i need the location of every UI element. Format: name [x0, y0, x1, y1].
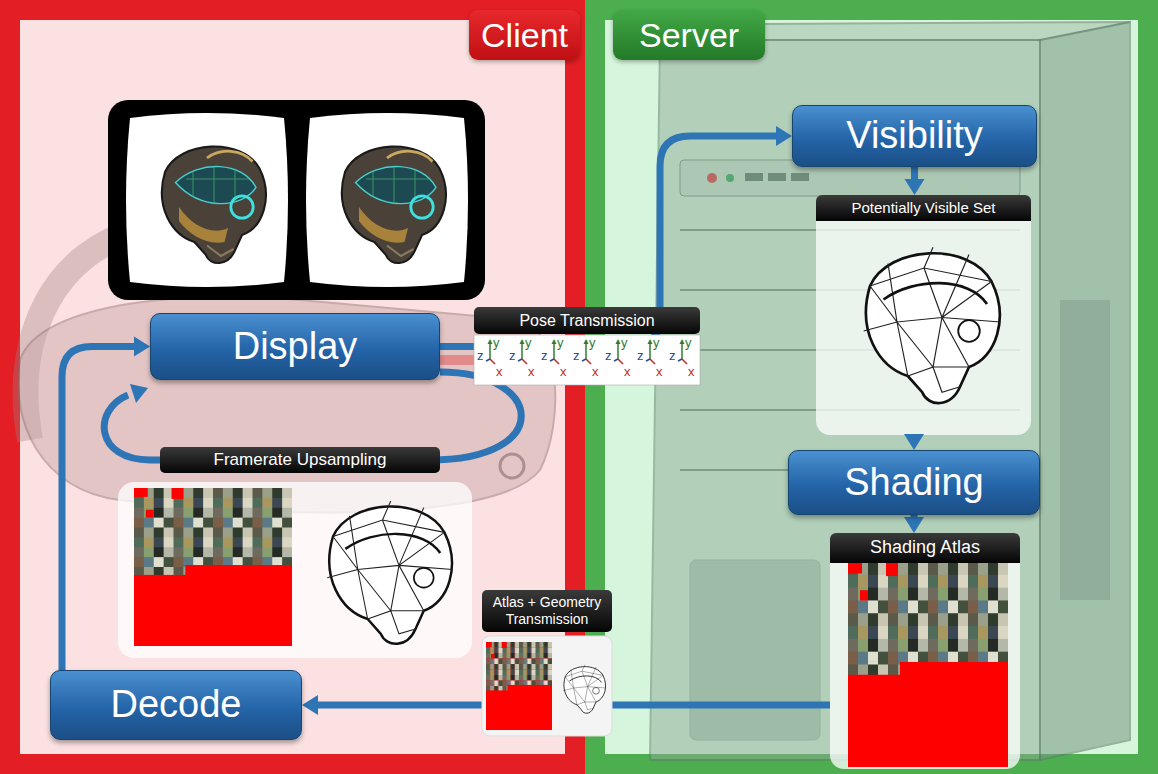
- flow-line: [911, 515, 918, 520]
- axis-letter-wrap: x: [656, 365, 663, 378]
- flow-line: [440, 136, 779, 347]
- axis-letter-wrap: z: [573, 349, 580, 362]
- flow-arrow: [904, 434, 924, 450]
- arrow-head: [134, 337, 150, 357]
- process-box: Visibility: [792, 105, 1037, 167]
- arrow-head: [905, 179, 925, 195]
- axis-letter-wrap: y: [589, 336, 596, 349]
- axis-letter: z: [477, 349, 484, 362]
- axis-letter-wrap: z: [637, 349, 644, 362]
- box-label: Decode: [111, 684, 242, 726]
- axis-letter: x: [496, 365, 503, 378]
- axis-letter: z: [573, 349, 580, 362]
- region-title: Server: [613, 10, 765, 60]
- axis-letter-wrap: z: [477, 349, 484, 362]
- axis-letter-wrap: x: [528, 365, 535, 378]
- region-panel: ClientDisplayDecode: [0, 0, 585, 774]
- axis-letter: y: [621, 336, 628, 349]
- axis-letter: x: [560, 365, 567, 378]
- process-box: Decode: [50, 670, 302, 740]
- arrow-head: [776, 126, 792, 146]
- region-title: Client: [469, 10, 580, 60]
- axis-letter-wrap: y: [653, 336, 660, 349]
- arrow-head: [904, 434, 924, 450]
- axis-letter: x: [528, 365, 535, 378]
- axis-letter: x: [592, 365, 599, 378]
- transmission-label: Pose Transmission: [474, 307, 700, 334]
- axis-letter: x: [624, 365, 631, 378]
- axis-letter-wrap: y: [493, 336, 500, 349]
- box-label: Visibility: [846, 115, 983, 157]
- region-tag: Server: [613, 10, 765, 60]
- flow-arrow: [302, 695, 830, 715]
- flow-line: [911, 167, 918, 182]
- flow-line: [911, 435, 918, 437]
- axis-letter: y: [525, 336, 532, 349]
- box-label: Shading: [844, 462, 983, 504]
- axis-letter: x: [656, 365, 663, 378]
- axis-letter: y: [685, 336, 692, 349]
- axis-letter-wrap: z: [541, 349, 548, 362]
- flow-line: [62, 347, 137, 671]
- region-panel: ServerVisibilityPotentially Visible SetS…: [585, 0, 1158, 774]
- axis-letter-wrap: y: [621, 336, 628, 349]
- flow-arrow: [440, 126, 792, 347]
- axis-letter-wrap: z: [669, 349, 676, 362]
- axis-letter-wrap: x: [688, 365, 695, 378]
- axis-letter-wrap: z: [509, 349, 516, 362]
- axis-letter-wrap: z: [605, 349, 612, 362]
- flow-arrow: [904, 515, 924, 533]
- flow-arrow: [905, 167, 925, 195]
- process-box: Display: [150, 313, 440, 380]
- loop-tag: Framerate Upsampling: [160, 447, 440, 473]
- region-tag: Client: [469, 10, 580, 60]
- transmission-label: Atlas + Geometry Transmission: [482, 590, 612, 632]
- axis-letter-wrap: y: [557, 336, 564, 349]
- axis-letter-wrap: x: [624, 365, 631, 378]
- axis-letter-wrap: x: [496, 365, 503, 378]
- box-label: Display: [233, 326, 358, 368]
- axis-letter: y: [589, 336, 596, 349]
- process-box: Shading: [788, 450, 1040, 515]
- image-panel: Shading Atlas: [830, 533, 1020, 769]
- panel-title: Shading Atlas: [830, 533, 1020, 563]
- axis-letter: y: [557, 336, 564, 349]
- axis-letter: z: [541, 349, 548, 362]
- axis-letter: z: [637, 349, 644, 362]
- axis-letter-wrap: x: [560, 365, 567, 378]
- arrow-head: [302, 695, 318, 715]
- transmission-tag: Pose Transmission: [474, 307, 700, 334]
- axis-letter: z: [605, 349, 612, 362]
- axis-letter-wrap: y: [685, 336, 692, 349]
- axis-letter-wrap: y: [525, 336, 532, 349]
- transmission-tag: Atlas + Geometry Transmission: [482, 590, 612, 632]
- axis-letter: z: [669, 349, 676, 362]
- loop-label: Framerate Upsampling: [160, 447, 440, 473]
- axis-letter: y: [653, 336, 660, 349]
- axis-letter-wrap: x: [592, 365, 599, 378]
- axis-letter: y: [493, 336, 500, 349]
- flow-arrow: [62, 337, 150, 671]
- arrow-head: [904, 517, 924, 533]
- axis-letter: x: [688, 365, 695, 378]
- panel-title: Potentially Visible Set: [816, 195, 1031, 221]
- axis-letter: z: [509, 349, 516, 362]
- flow-line: [315, 702, 830, 709]
- image-panel: Potentially Visible Set: [816, 195, 1031, 435]
